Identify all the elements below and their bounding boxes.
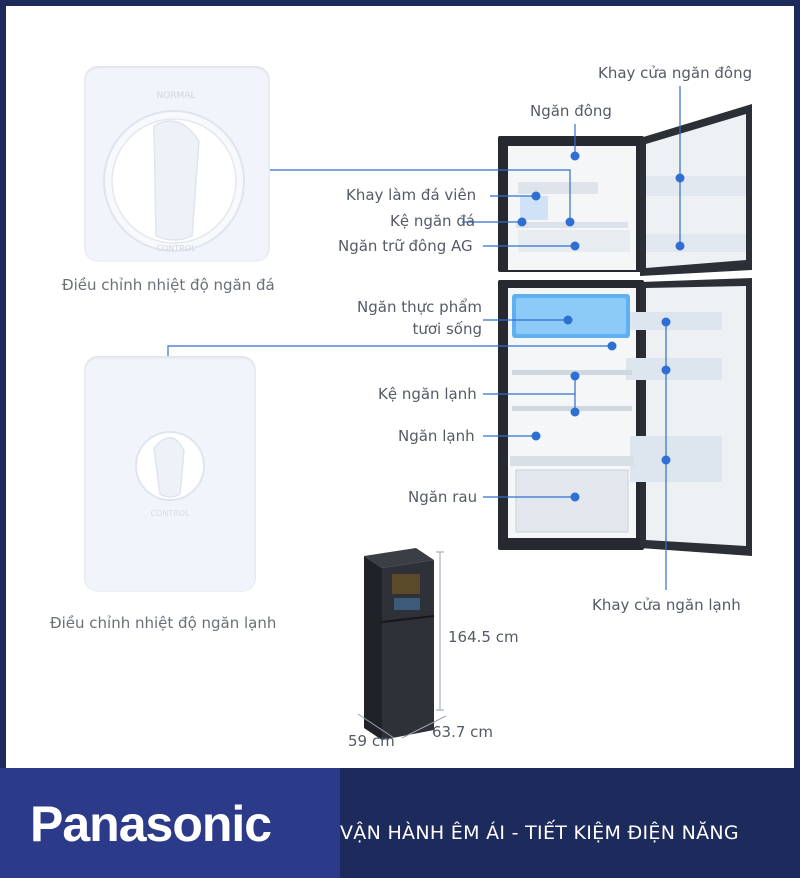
fridge-product-photo bbox=[364, 548, 435, 740]
freezer-knob-caption: Điều chỉnh nhiệt độ ngăn đá bbox=[62, 276, 275, 294]
footer-banner bbox=[0, 768, 800, 878]
fridge-knob-caption: Điều chỉnh nhiệt độ ngăn lạnh bbox=[50, 614, 277, 632]
dimension-width: 59 cm bbox=[348, 732, 395, 750]
callout-lines bbox=[167, 86, 685, 590]
label-freezer-door-tray: Khay cửa ngăn đông bbox=[598, 64, 753, 82]
label-fridge-shelf: Kệ ngăn lạnh bbox=[378, 385, 477, 403]
label-fresh-food-line2: tươi sống bbox=[412, 320, 482, 338]
label-fridge: Ngăn lạnh bbox=[398, 427, 475, 445]
dimension-lines bbox=[357, 551, 447, 739]
label-ag-freeze: Ngăn trữ đông AG bbox=[338, 237, 473, 255]
label-freezer: Ngăn đông bbox=[530, 102, 612, 120]
fridge-illustration bbox=[498, 104, 752, 556]
label-vegetable: Ngăn rau bbox=[408, 488, 478, 506]
dimension-depth: 63.7 cm bbox=[432, 723, 494, 741]
label-fresh-food-line1: Ngăn thực phẩm bbox=[357, 298, 482, 316]
fridge-knob-panel: CONTROL bbox=[84, 356, 256, 592]
footer-diagonal bbox=[280, 768, 340, 878]
freezer-knob-dial: NORMAL CONTROL bbox=[103, 91, 245, 253]
fridge-knob-dial: CONTROL bbox=[135, 431, 205, 518]
dimension-height: 164.5 cm bbox=[448, 628, 519, 646]
label-fridge-door-tray: Khay cửa ngăn lạnh bbox=[592, 596, 741, 614]
svg-text:CONTROL: CONTROL bbox=[156, 244, 196, 253]
label-ice-shelf: Kệ ngăn đá bbox=[390, 212, 476, 230]
svg-text:CONTROL: CONTROL bbox=[150, 509, 190, 518]
brand-logo: Panasonic bbox=[30, 796, 272, 852]
freezer-knob-panel: NORMAL CONTROL bbox=[84, 66, 270, 262]
label-fresh-food: Ngăn thực phẩm tươi sống bbox=[344, 298, 482, 338]
footer-slogan: VẬN HÀNH ÊM ÁI - TIẾT KIỆM ĐIỆN NĂNG bbox=[340, 822, 739, 844]
label-ice-tray: Khay làm đá viên bbox=[346, 186, 477, 204]
svg-text:NORMAL: NORMAL bbox=[156, 91, 195, 101]
